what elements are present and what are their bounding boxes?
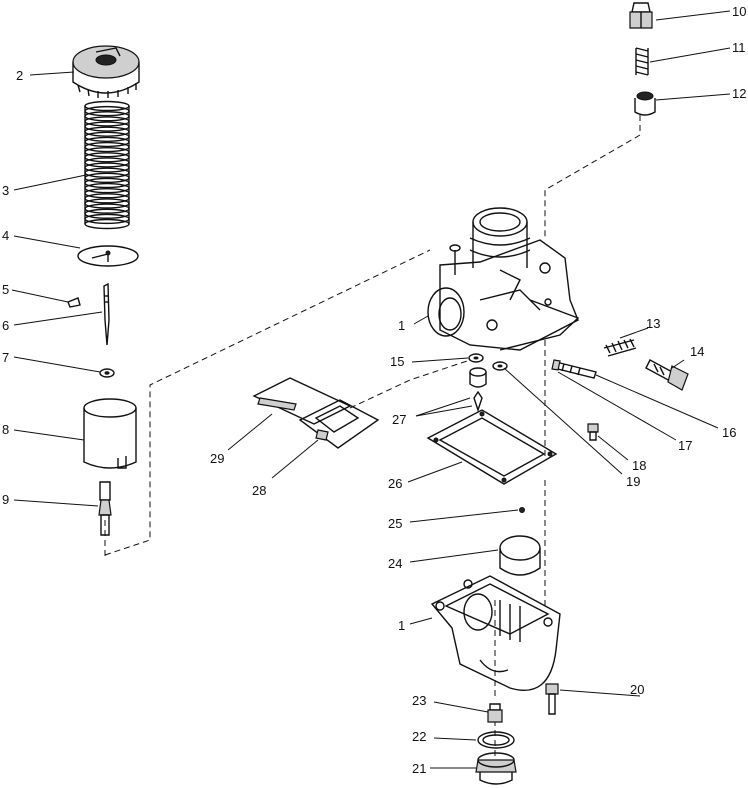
part-o-ring (477, 731, 515, 749)
callout-1-bowl: 1 (398, 618, 405, 633)
callout-2: 2 (16, 68, 23, 83)
part-carburetor-body (427, 207, 580, 351)
part-pilot-screw (551, 359, 597, 379)
part-pilot-jet (587, 423, 599, 441)
callout-10: 10 (732, 4, 746, 19)
callout-8: 8 (2, 422, 9, 437)
part-idle-spring (603, 338, 637, 357)
callout-1-body: 1 (398, 318, 405, 333)
callout-22: 22 (412, 729, 426, 744)
part-plate (77, 245, 139, 267)
callout-16: 16 (722, 425, 736, 440)
callout-21: 21 (412, 761, 426, 776)
callout-12: 12 (732, 86, 746, 101)
part-small-spring (635, 47, 649, 76)
part-float (499, 535, 541, 576)
callout-3: 3 (2, 183, 9, 198)
part-cable-cap (634, 91, 656, 116)
callout-9: 9 (2, 492, 9, 507)
callout-13: 13 (646, 316, 660, 331)
part-jet-needle (103, 282, 110, 346)
part-washer-19 (492, 361, 508, 371)
leader-lines (11, 10, 731, 769)
callout-17: 17 (678, 438, 692, 453)
callout-23: 23 (412, 693, 426, 708)
callout-27: 27 (392, 412, 406, 427)
callout-29: 29 (210, 451, 224, 466)
part-float-bowl (430, 575, 561, 692)
callout-18: 18 (632, 458, 646, 473)
part-throttle-valve (83, 398, 137, 469)
part-needle-jet (98, 481, 112, 536)
callout-25: 25 (388, 516, 402, 531)
callout-24: 24 (388, 556, 402, 571)
part-float-arm (298, 399, 380, 449)
callout-26: 26 (388, 476, 402, 491)
part-adjuster-screw (629, 2, 653, 29)
callout-7: 7 (2, 350, 9, 365)
callout-4: 4 (2, 228, 9, 243)
callout-labels: 1 1 2 3 4 5 6 7 8 9 10 11 12 13 14 15 16… (2, 4, 746, 776)
callout-19: 19 (626, 474, 640, 489)
callout-11: 11 (732, 40, 746, 55)
part-bowl-screw (545, 683, 559, 715)
part-clip (67, 297, 81, 308)
part-cap (72, 45, 140, 98)
callout-15: 15 (390, 354, 404, 369)
part-drain-plug (475, 752, 517, 785)
callout-6: 6 (2, 318, 9, 333)
part-spring (84, 100, 130, 230)
assembly-guide-lines (104, 115, 641, 760)
part-small-ball (519, 507, 525, 513)
part-washer-small (468, 353, 484, 363)
part-idle-screw (645, 359, 689, 391)
part-needle-valve (469, 367, 487, 413)
callout-14: 14 (690, 344, 704, 359)
callout-28: 28 (252, 483, 266, 498)
callout-5: 5 (2, 282, 9, 297)
part-washer (99, 368, 115, 378)
callout-20: 20 (630, 682, 644, 697)
part-float-bowl-gasket (426, 409, 558, 485)
part-main-jet (487, 703, 503, 723)
